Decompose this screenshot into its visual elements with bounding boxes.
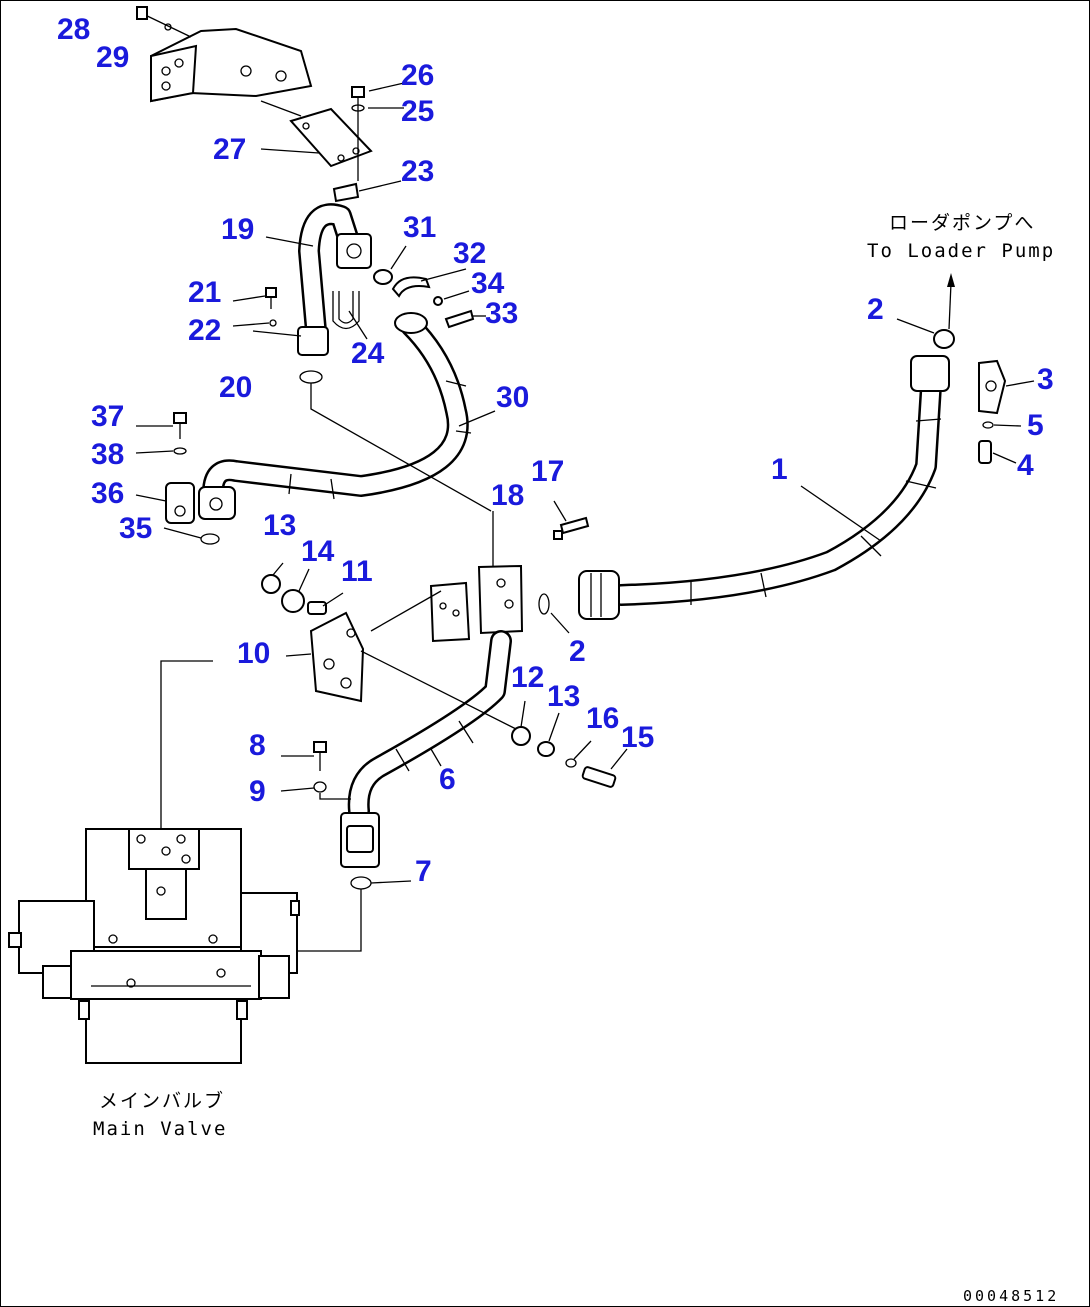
callout-19: 19 [221, 213, 254, 246]
callout-29: 29 [96, 41, 129, 74]
callout-15: 15 [621, 721, 654, 754]
callout-22: 22 [188, 314, 221, 347]
callout-labels: 28 29 26 25 27 23 19 31 32 34 33 21 22 2… [57, 13, 1054, 888]
callout-3: 3 [1037, 363, 1054, 396]
callout-16: 16 [586, 702, 619, 735]
document-number: 00048512 [963, 1287, 1059, 1305]
callout-9: 9 [249, 775, 266, 808]
block-18 [429, 516, 590, 643]
bracket-10 [261, 574, 517, 730]
u-bolt-24 [332, 291, 360, 330]
callout-23: 23 [401, 155, 434, 188]
callout-35: 35 [119, 512, 152, 545]
main-valve-en-label: Main Valve [93, 1118, 227, 1140]
callout-26: 26 [401, 59, 434, 92]
callout-5: 5 [1027, 409, 1044, 442]
bolt-21 [265, 287, 277, 327]
callout-2-lower: 2 [569, 635, 586, 668]
callout-2-upper: 2 [867, 293, 884, 326]
callout-1: 1 [771, 453, 788, 486]
callout-13-upper: 13 [263, 509, 296, 542]
callout-31: 31 [403, 211, 436, 244]
hose-30 [198, 312, 472, 520]
callout-27: 27 [213, 133, 246, 166]
plate-27 [260, 86, 373, 181]
callout-32: 32 [453, 237, 486, 270]
callout-8: 8 [249, 729, 266, 762]
leader-lines [135, 82, 1035, 884]
main-valve-jp-label: メインバルブ [99, 1089, 225, 1112]
callout-28: 28 [57, 13, 90, 46]
main-valve [8, 660, 300, 1064]
mounting-bracket [136, 6, 313, 103]
callout-13-lower: 13 [547, 680, 580, 713]
callout-25: 25 [401, 95, 434, 128]
callout-4: 4 [1017, 449, 1034, 482]
loader-pump-en-label: To Loader Pump [867, 240, 1055, 262]
callout-7: 7 [415, 855, 432, 888]
clamp-32 [391, 276, 475, 329]
callout-12: 12 [511, 661, 544, 694]
notes: ローダポンプへ To Loader Pump メインバルブ Main Valve… [93, 212, 1059, 1305]
hose-6 [340, 630, 512, 868]
clamp-3 [978, 359, 1007, 464]
callout-11: 11 [341, 555, 373, 588]
hose-19 [297, 182, 393, 356]
bolt-15 [511, 726, 617, 788]
callout-21: 21 [188, 276, 221, 309]
callout-6: 6 [439, 763, 456, 796]
callout-10: 10 [237, 637, 270, 670]
o-ring-20 [299, 370, 492, 512]
callout-24: 24 [351, 337, 385, 370]
callout-20: 20 [219, 371, 252, 404]
callout-14: 14 [301, 535, 335, 568]
callout-34: 34 [471, 267, 505, 300]
loader-pump-jp-label: ローダポンプへ [889, 212, 1035, 234]
callout-38: 38 [91, 438, 124, 471]
callout-30: 30 [496, 381, 529, 414]
callout-17: 17 [531, 455, 564, 488]
callout-33: 33 [485, 297, 518, 330]
clamp-36 [165, 412, 220, 545]
callout-18: 18 [491, 479, 524, 512]
callout-37: 37 [91, 400, 124, 433]
callout-36: 36 [91, 477, 124, 510]
hose-1 [538, 273, 955, 620]
